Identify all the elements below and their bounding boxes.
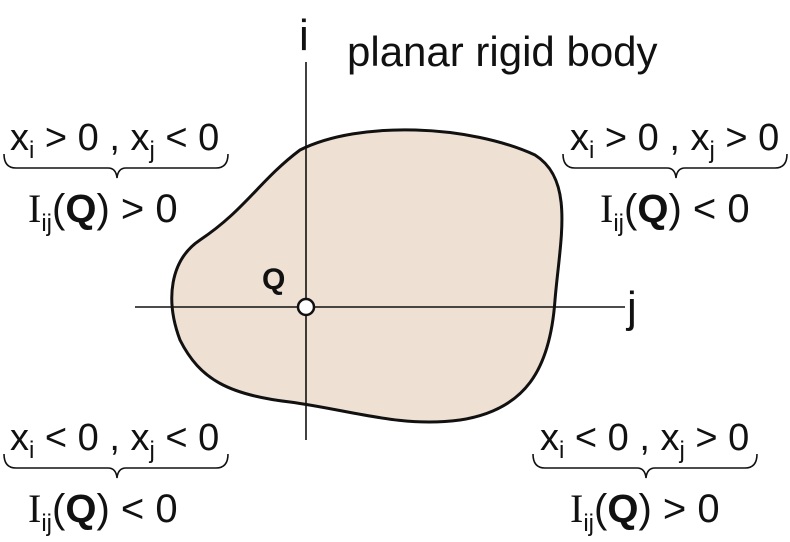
quadrant-top-left: xi > 0 , xj < 0 Iij(Q) > 0 [3, 117, 229, 237]
condition-bottom-right: xi < 0 , xj > 0 [540, 417, 749, 464]
quadrant-top-right: xi > 0 , xj > 0 Iij(Q) < 0 [562, 117, 788, 237]
brace-bottom-right [532, 453, 758, 479]
axis-label-j: j [625, 283, 637, 332]
condition-top-right: xi > 0 , xj > 0 [570, 117, 779, 164]
condition-top-left: xi > 0 , xj < 0 [10, 117, 219, 164]
brace-top-right [562, 153, 788, 179]
inertia-top-left: Iij(Q) > 0 [28, 186, 178, 237]
inertia-top-right: Iij(Q) < 0 [600, 186, 750, 237]
brace-top-left [3, 153, 229, 179]
quadrant-bottom-right: xi < 0 , xj > 0 Iij(Q) > 0 [532, 417, 758, 537]
point-q-label: Q [262, 263, 285, 296]
rigid-body-shape [170, 128, 564, 424]
quadrant-bottom-left: xi < 0 , xj < 0 Iij(Q) < 0 [3, 417, 229, 537]
condition-bottom-left: xi < 0 , xj < 0 [10, 417, 219, 464]
inertia-bottom-right: Iij(Q) > 0 [570, 486, 720, 537]
point-q-marker [296, 297, 316, 317]
diagram-title: planar rigid body [347, 28, 658, 75]
inertia-bottom-left: Iij(Q) < 0 [28, 486, 178, 537]
brace-bottom-left [3, 453, 229, 479]
axis-label-i: i [299, 11, 309, 60]
